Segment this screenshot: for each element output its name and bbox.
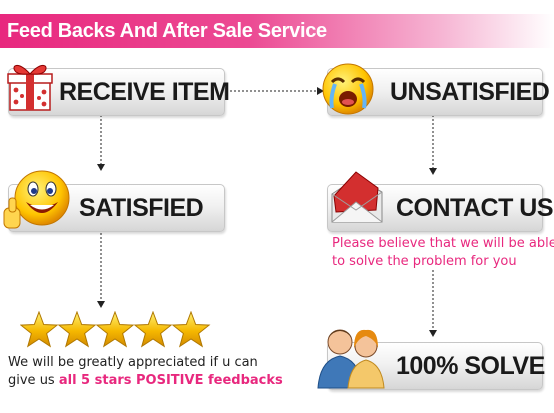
- envelope-icon: [331, 171, 383, 223]
- star-icon: [133, 311, 173, 348]
- step-contact-label: CONTACT US: [396, 194, 554, 222]
- feedback-note-highlight: all 5 stars POSITIVE feedbacks: [58, 373, 283, 388]
- header-banner: Feed Backs And After Sale Service: [0, 14, 554, 48]
- star-icon: [20, 311, 59, 348]
- star-icon: [95, 311, 135, 348]
- crying-face-icon: [322, 63, 374, 115]
- contact-note-line2: to solve the problem for you: [332, 254, 517, 269]
- feedback-note-line2: give us all 5 stars POSITIVE feedbacks: [8, 372, 283, 390]
- feedback-note-prefix: give us: [8, 373, 55, 388]
- star-icon: [171, 311, 211, 348]
- step-unsatisfied-label: UNSATISFIED: [390, 78, 550, 106]
- step-satisfied-label: SATISFIED: [79, 194, 204, 222]
- star-icon: [57, 311, 97, 348]
- step-solve-label: 100% SOLVE: [396, 352, 545, 380]
- contact-note-line1: Please believe that we will be able: [332, 236, 554, 251]
- step-receive-label: RECEIVE ITEM: [59, 78, 230, 106]
- five-star-rating: [20, 311, 211, 348]
- page-title: Feed Backs And After Sale Service: [7, 20, 327, 42]
- people-support-icon: [317, 329, 385, 389]
- thumbs-up-smiley-icon: [3, 170, 70, 229]
- gift-box-icon: [7, 65, 53, 111]
- feedback-note-line1: We will be greatly appreciated if u can: [8, 355, 258, 370]
